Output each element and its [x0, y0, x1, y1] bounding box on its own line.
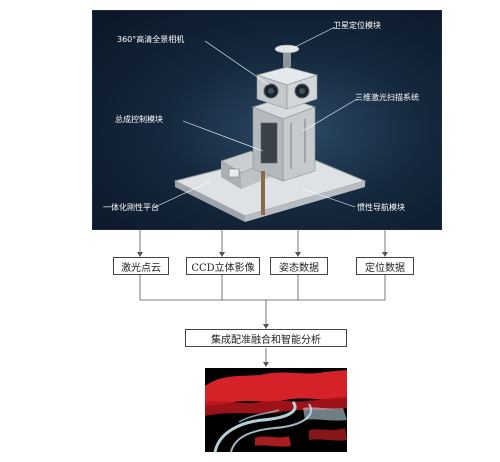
- equipment-photo: 360°高清全景相机 卫星定位模块 三维激光扫描系统 总成控制模块 一体化刚性平…: [92, 10, 442, 230]
- input-box-attitude-data: 姿态数据: [270, 257, 328, 275]
- point-cloud-result-image: [205, 368, 347, 452]
- input-box-ccd-images: CCD立体影像: [186, 257, 260, 275]
- callout-laser: 三维激光扫描系统: [355, 93, 419, 102]
- fusion-analysis-box: 集成配准融合和智能分析: [185, 329, 347, 347]
- callout-gnss: 卫星定位模块: [333, 21, 381, 30]
- callout-control: 总成控制模块: [115, 115, 163, 124]
- callout-imu: 惯性导航模块: [357, 203, 405, 212]
- equipment-illustration: [154, 26, 367, 222]
- input-box-point-cloud: 激光点云: [113, 257, 169, 275]
- callout-platform: 一体化刚性平台: [103, 203, 159, 212]
- input-box-position-data: 定位数据: [356, 257, 414, 275]
- point-cloud-render: [205, 368, 347, 452]
- callout-camera: 360°高清全景相机: [117, 35, 185, 44]
